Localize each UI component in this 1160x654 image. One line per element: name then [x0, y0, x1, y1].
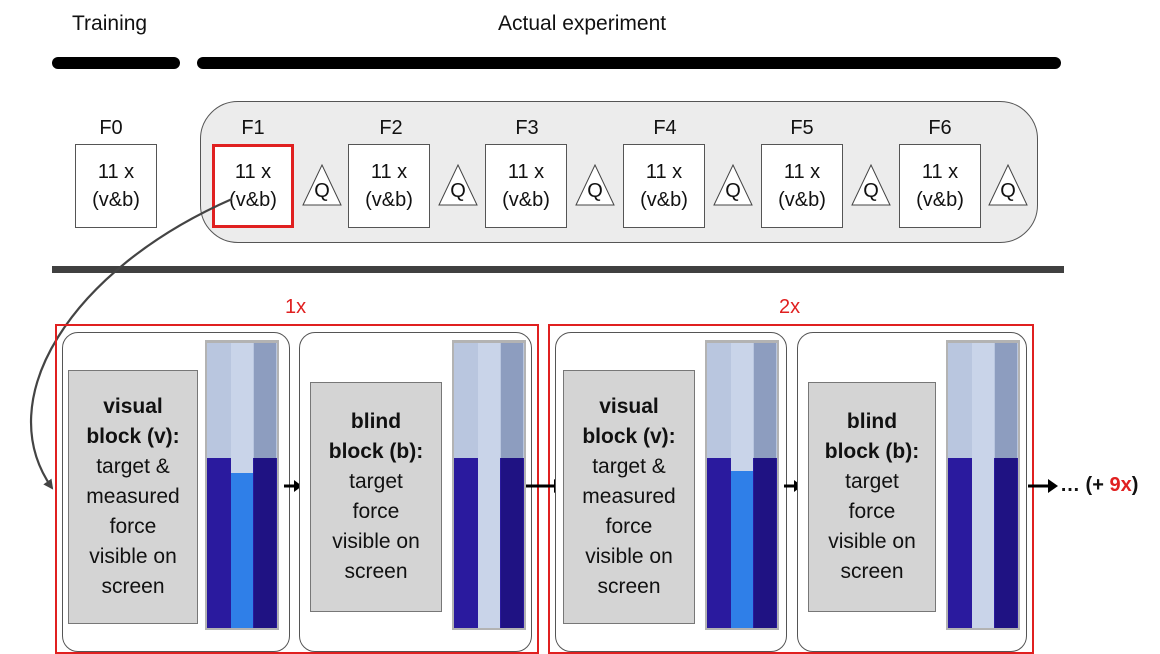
visual-block-text: visual block (v): target & measured forc…	[563, 370, 695, 624]
block-title: visual	[599, 395, 659, 418]
questionnaire-label: Q	[314, 180, 330, 202]
arrow-right-icon	[1028, 479, 1058, 493]
session-block-types: (v&b)	[92, 189, 140, 211]
questionnaire-label: Q	[725, 180, 741, 202]
questionnaire-q5: Q	[851, 163, 891, 206]
session-box-f1: 11 x (v&b)	[212, 144, 294, 228]
session-label-f4: F4	[653, 117, 677, 139]
block-title: block (b):	[824, 440, 920, 463]
questionnaire-label: Q	[587, 180, 603, 202]
block-description: measured	[86, 485, 180, 508]
force-bar-visual-2	[705, 340, 779, 630]
block-description: visible on	[585, 545, 673, 568]
block-description: target &	[592, 455, 666, 478]
session-block-types: (v&b)	[778, 189, 826, 211]
session-box-f2: 11 x (v&b)	[348, 144, 430, 228]
session-repeats: 11 x	[783, 161, 821, 183]
session-repeats: 11 x	[97, 161, 135, 183]
session-block-types: (v&b)	[502, 189, 550, 211]
continuation-count: 9x	[1109, 474, 1132, 496]
block-title: blind	[350, 410, 402, 433]
session-repeats: 11 x	[234, 161, 272, 183]
questionnaire-q2: Q	[438, 163, 478, 206]
block-title: blind	[846, 410, 898, 433]
session-label-f3: F3	[515, 117, 539, 139]
section-divider	[52, 266, 1064, 273]
session-repeats: 11 x	[645, 161, 683, 183]
session-repeats: 11 x	[921, 161, 959, 183]
session-box-f6: 11 x (v&b)	[899, 144, 981, 228]
blind-block-text: blind block (b): target force visible on…	[310, 382, 442, 612]
continuation-suffix: )	[1131, 474, 1139, 496]
triangle-icon	[302, 163, 342, 206]
actual-experiment-label: Actual experiment	[498, 12, 667, 35]
force-bar-blind-1	[452, 340, 526, 630]
training-timeline-bar	[52, 57, 180, 69]
visual-block-text: visual block (v): target & measured forc…	[68, 370, 198, 624]
session-block-types: (v&b)	[365, 189, 413, 211]
block-description: visible on	[828, 530, 916, 553]
force-bar-visual-1	[205, 340, 279, 630]
questionnaire-label: Q	[450, 180, 466, 202]
block-title: block (v):	[582, 425, 676, 448]
block-title: block (v):	[86, 425, 180, 448]
experiment-session-group	[200, 101, 1038, 243]
block-description: visible on	[332, 530, 420, 553]
triangle-icon	[988, 163, 1028, 206]
questionnaire-label: Q	[863, 180, 879, 202]
session-block-types: (v&b)	[916, 189, 964, 211]
session-box-f5: 11 x (v&b)	[761, 144, 843, 228]
session-label-f1: F1	[241, 117, 265, 139]
experiment-timeline-bar	[197, 57, 1061, 69]
repetition-label-2: 2x	[779, 296, 801, 318]
blind-block-text: blind block (b): target force visible on…	[808, 382, 936, 612]
session-label-f6: F6	[928, 117, 952, 139]
session-repeats: 11 x	[507, 161, 545, 183]
block-description: measured	[582, 485, 676, 508]
block-description: screen	[344, 560, 408, 583]
block-description: target &	[96, 455, 170, 478]
questionnaire-q6: Q	[988, 163, 1028, 206]
block-description: force	[848, 500, 896, 523]
block-description: visible on	[89, 545, 177, 568]
block-description: screen	[101, 575, 165, 598]
session-box-f0: 11 x (v&b)	[75, 144, 157, 228]
triangle-icon	[575, 163, 615, 206]
triangle-icon	[713, 163, 753, 206]
session-block-types: (v&b)	[229, 189, 277, 211]
repetition-label-1: 1x	[285, 296, 307, 318]
session-block-types: (v&b)	[640, 189, 688, 211]
questionnaire-label: Q	[1000, 180, 1016, 202]
continuation-label: … (+ 9x)	[1060, 474, 1138, 497]
block-description: screen	[597, 575, 661, 598]
session-repeats: 11 x	[370, 161, 408, 183]
block-description: force	[109, 515, 157, 538]
session-label-f2: F2	[379, 117, 403, 139]
continuation-prefix: … (+	[1060, 474, 1110, 496]
questionnaire-q3: Q	[575, 163, 615, 206]
session-box-f4: 11 x (v&b)	[623, 144, 705, 228]
session-box-f3: 11 x (v&b)	[485, 144, 567, 228]
session-label-f0: F0	[99, 117, 123, 139]
arrow-right-icon	[284, 480, 302, 492]
questionnaire-q4: Q	[713, 163, 753, 206]
block-title: block (b):	[328, 440, 424, 463]
session-label-f5: F5	[790, 117, 814, 139]
block-description: target	[349, 470, 403, 493]
force-bar-blind-2	[946, 340, 1020, 630]
block-description: force	[605, 515, 653, 538]
block-description: screen	[840, 560, 904, 583]
block-title: visual	[103, 395, 163, 418]
questionnaire-q1: Q	[302, 163, 342, 206]
triangle-icon	[438, 163, 478, 206]
block-description: force	[352, 500, 400, 523]
training-label: Training	[72, 12, 148, 35]
triangle-icon	[851, 163, 891, 206]
block-description: target	[845, 470, 899, 493]
